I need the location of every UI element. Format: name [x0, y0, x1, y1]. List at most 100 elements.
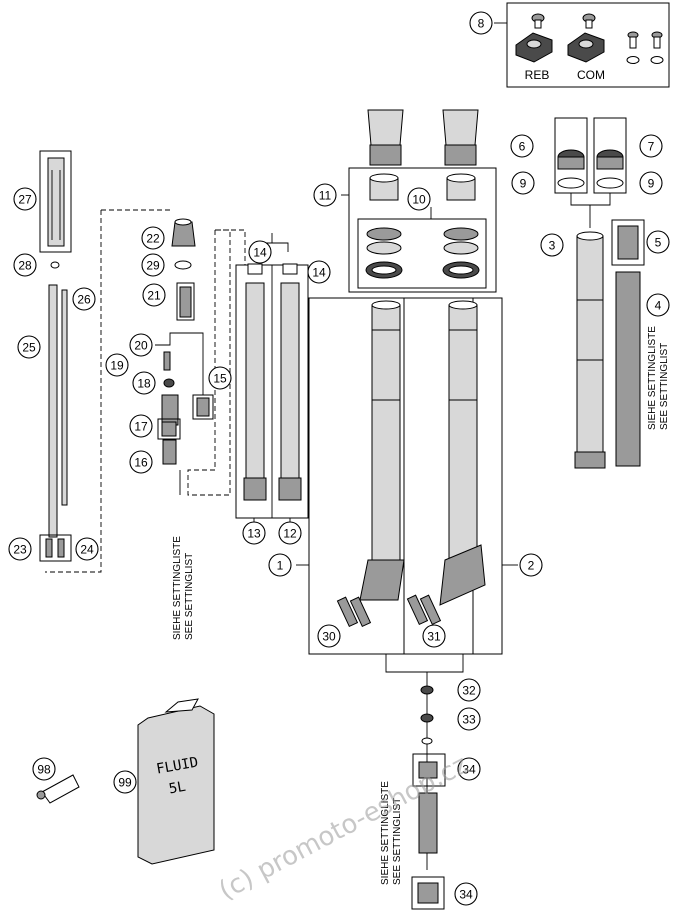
setting-note-line2: SEE SETTINGLIST	[184, 553, 195, 640]
setting-note-line2: SEE SETTINGLIST	[392, 798, 403, 885]
callout-number: 12	[283, 527, 297, 541]
callout-number: 13	[247, 527, 261, 541]
callout-number: 1	[277, 559, 284, 573]
callout-21: 21	[142, 283, 166, 307]
callout-98: 98	[32, 757, 56, 781]
callout-29: 29	[141, 253, 165, 277]
callout-number: 14	[253, 246, 267, 260]
callout-7: 7	[639, 134, 663, 158]
dashed-connector	[187, 229, 231, 496]
callout-4: 4	[646, 293, 670, 317]
compression-adjuster-icon	[567, 32, 605, 63]
callout-23: 23	[8, 537, 32, 561]
fluid-can-volume: 5L	[168, 779, 187, 798]
callout-number: 4	[655, 299, 662, 313]
o-ring-icon	[650, 56, 664, 64]
callout-27: 27	[13, 187, 37, 211]
callout-number: 31	[427, 630, 441, 644]
callout-number: 32	[462, 684, 476, 698]
com-label: COM	[577, 68, 605, 82]
callout-number: 20	[134, 339, 148, 353]
callout-number: 19	[110, 359, 124, 373]
callout-number: 3	[549, 239, 556, 253]
callout-number: 5	[655, 236, 662, 250]
dashed-connector	[45, 209, 170, 573]
callout-12: 12	[278, 521, 302, 545]
callout-number: 34	[459, 888, 473, 902]
callout-24: 24	[75, 537, 99, 561]
callout-34: 34	[454, 882, 478, 906]
callout-number: 17	[134, 420, 148, 434]
callout-9: 9	[639, 171, 663, 195]
callout-16: 16	[129, 450, 153, 474]
setting-note-line1: SIEHE SETTINGLISTE	[172, 536, 183, 640]
callout-number: 18	[137, 377, 151, 391]
callout-9: 9	[511, 171, 535, 195]
callout-number: 8	[478, 17, 485, 31]
callout-18: 18	[132, 371, 156, 395]
callout-number: 28	[18, 259, 32, 273]
callout-number: 16	[134, 456, 148, 470]
callout-14: 14	[307, 260, 331, 284]
callout-number: 98	[37, 763, 51, 777]
callout-33: 33	[457, 707, 481, 731]
callout-number: 9	[520, 177, 527, 191]
dashed-connector	[215, 229, 246, 265]
rebound-adjuster-icon	[515, 32, 553, 63]
callout-19: 19	[105, 353, 129, 377]
callout-number: 7	[648, 140, 655, 154]
callout-5: 5	[646, 230, 670, 254]
callout-17: 17	[129, 414, 153, 438]
reb-label: REB	[525, 68, 550, 82]
callout-1: 1	[268, 553, 292, 577]
fluid-can-label: FLUID	[155, 755, 199, 778]
small-screw-icon	[651, 31, 663, 49]
small-screw-icon	[627, 31, 639, 49]
grease-tube-icon	[36, 774, 80, 804]
outer-tubes	[296, 297, 518, 673]
callout-number: 9	[648, 177, 655, 191]
callout-28: 28	[13, 253, 37, 277]
callout-14: 14	[248, 240, 272, 264]
callout-number: 6	[519, 140, 526, 154]
callout-number: 10	[412, 193, 426, 207]
callout-number: 14	[312, 266, 326, 280]
callout-number: 27	[18, 193, 32, 207]
cartridge-tubes	[235, 233, 309, 522]
callout-number: 21	[147, 289, 161, 303]
callout-15: 15	[208, 366, 232, 390]
callout-8: 8	[469, 11, 493, 35]
callout-number: 23	[13, 543, 27, 557]
callout-number: 29	[146, 259, 160, 273]
callout-34: 34	[457, 757, 481, 781]
callout-25: 25	[17, 335, 41, 359]
setting-note-right: SIEHE SETTINGLISTE SEE SETTINGLIST	[647, 326, 670, 430]
callout-number: 11	[319, 189, 332, 203]
callout-26: 26	[72, 287, 96, 311]
bottom-parts	[411, 672, 446, 910]
setting-note-bottom: SIEHE SETTINGLISTE SEE SETTINGLIST	[380, 781, 403, 885]
callout-32: 32	[457, 678, 481, 702]
callout-number: 30	[322, 630, 336, 644]
callout-99: 99	[113, 770, 137, 794]
callout-number: 24	[80, 543, 94, 557]
callout-31: 31	[422, 624, 446, 648]
callout-13: 13	[242, 521, 266, 545]
callout-number: 33	[462, 713, 476, 727]
adjuster-kit-box: REB COM	[494, 2, 670, 88]
fork-caps	[367, 109, 479, 166]
callout-number: 99	[118, 776, 132, 790]
callout-3: 3	[540, 233, 564, 257]
callout-number: 34	[462, 763, 476, 777]
seal-kit-box	[341, 167, 497, 293]
right-parts	[554, 117, 645, 469]
screw-icon	[582, 13, 596, 29]
callout-number: 15	[213, 372, 227, 386]
callout-number: 26	[77, 293, 91, 307]
o-ring-icon	[626, 56, 640, 64]
callout-number: 22	[146, 232, 160, 246]
callout-number: 25	[22, 341, 36, 355]
fluid-can-icon: FLUID 5L	[137, 698, 215, 865]
callout-10: 10	[407, 187, 431, 211]
screw-icon	[531, 13, 545, 29]
